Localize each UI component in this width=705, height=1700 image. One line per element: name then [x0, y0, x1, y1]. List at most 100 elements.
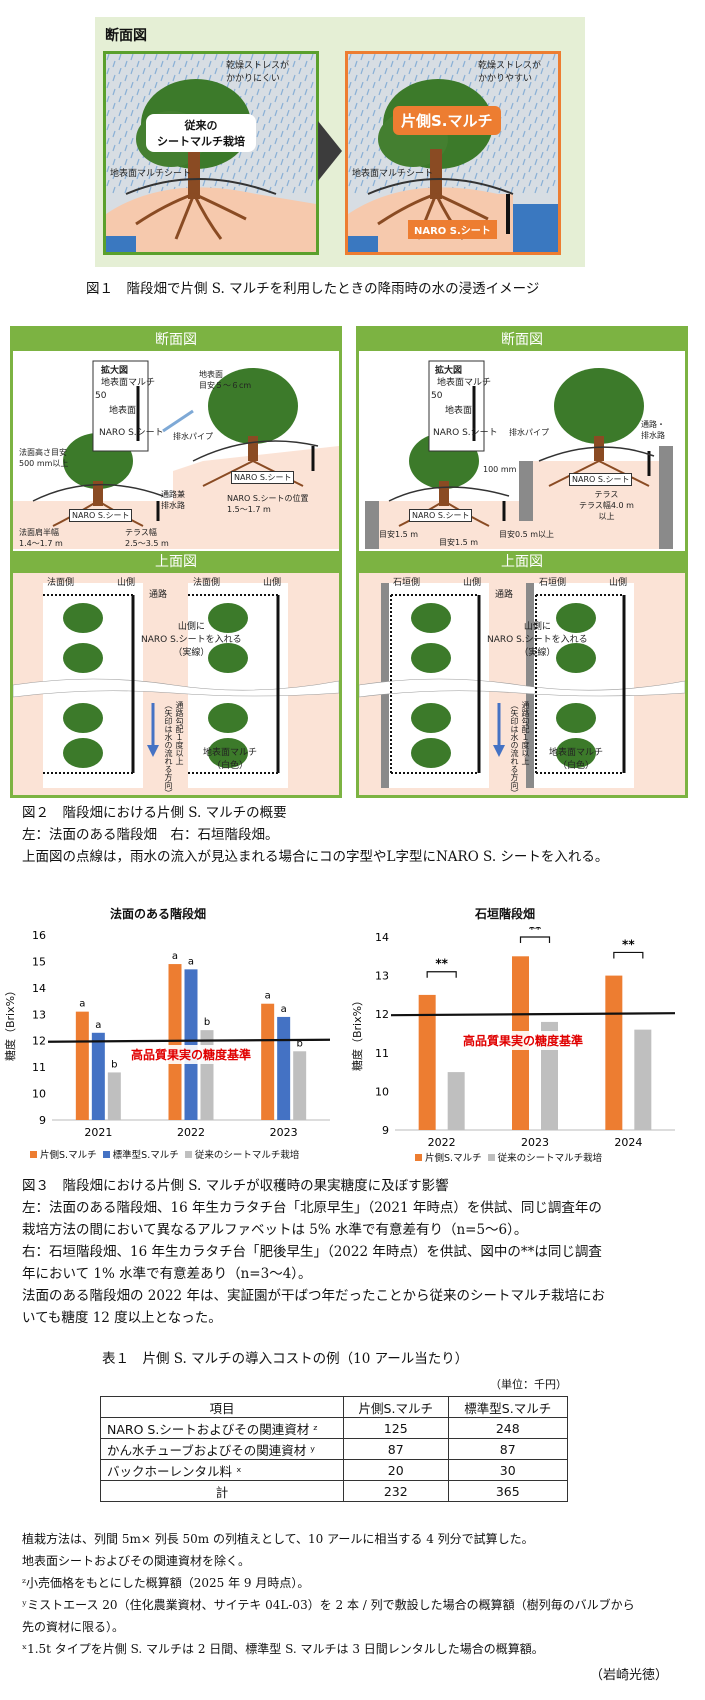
legend-left-label-1: 片側S.マルチ: [40, 1150, 97, 1161]
chart-right-title: 石垣階段畑: [475, 907, 536, 921]
fig2-caption-1: 図２ 階段畑における片側 S. マルチの概要: [22, 805, 287, 821]
bar: [261, 1003, 275, 1120]
fig2-right-section-top: 断面図: [359, 329, 685, 351]
fig2-left-zoom: 拡大図: [101, 366, 129, 376]
fig2-right-d3: 目安0.5 m以上: [499, 530, 555, 539]
reference-line: [390, 1012, 676, 1017]
table-cell: 20: [343, 1459, 449, 1481]
reference-line: [47, 1038, 331, 1043]
fig3-caption-6: 法面のある階段畑の 2022 年は、実証園が干ばつ年だったことから従来のシートマ…: [22, 1288, 605, 1304]
bar-sig-label: a: [188, 956, 194, 967]
fig2-left-white-mulch: 地表面マルチ （白色）: [203, 748, 258, 771]
table-cell: 248: [447, 1417, 569, 1439]
fig2-right-road: 通路・ 排水路: [641, 420, 665, 440]
x-tick-label: 2024: [614, 1136, 642, 1149]
bar-sig-label: a: [95, 1020, 101, 1031]
bar-sig-label: a: [265, 991, 271, 1002]
fig2-left-road: 通路兼 排水路: [161, 490, 185, 510]
fig2-left-naro-1: NARO S.シート: [69, 509, 133, 522]
bar: [91, 1032, 105, 1120]
fig2-left-naro-2: NARO S.シート: [231, 471, 295, 484]
y-tick-label: 9: [382, 1124, 389, 1137]
table-cell: 87: [343, 1438, 449, 1460]
fig2-left-slope-height: 法面高さ目安 500 mm以上: [19, 448, 69, 468]
fig2-left-zoom-50: 50: [95, 391, 107, 401]
y-tick-label: 11: [32, 1061, 46, 1074]
fig2-left-gradient-note: 通路勾配１度以上 （矢印は水の流れる方向）: [164, 701, 184, 797]
table-header-item: 項目: [100, 1396, 344, 1418]
bar-sig-label: b: [296, 1038, 302, 1049]
y-tick-label: 12: [375, 1008, 389, 1021]
bar: [200, 1030, 214, 1120]
fig2-right-top-mountain: 山側: [463, 578, 482, 588]
fig2-right-white-mulch: 地表面マルチ （白色）: [549, 748, 604, 771]
fig2-right-top-stone: 石垣側: [393, 578, 421, 588]
legend-right-swatch-2: [487, 1154, 495, 1161]
y-tick-label: 13: [32, 1008, 46, 1021]
bar-sig-label: a: [281, 1004, 287, 1015]
fig2-left-top-slope-2: 法面側: [193, 578, 221, 588]
fig1-right-naro: NARO S.シート: [408, 220, 497, 239]
table1-title: 表１ 片側 S. マルチの導入コストの例（10 アール当たり）: [102, 1351, 469, 1367]
fig2-right-top-mountain-2: 山側: [609, 578, 628, 588]
table-total-row: 計 232 365: [100, 1480, 569, 1502]
fig2-left-top-mountain: 山側: [117, 578, 136, 588]
fig1-right-stress: 乾燥ストレスが かかりやすい: [478, 61, 542, 84]
fig2-left-zoom-surface: 地表面: [109, 406, 137, 416]
table1-note-4: ʸミストエース 20（住化農業資材、サイテキ 04L-03）を 2 本 / 列で…: [22, 1598, 635, 1612]
bar: [634, 1029, 652, 1130]
fig2-left-top-mountain-2: 山側: [263, 578, 282, 588]
y-tick-label: 11: [375, 1047, 389, 1060]
legend-left-label-2: 標準型S.マルチ: [112, 1150, 179, 1161]
fig3-caption-1: 図３ 階段畑における片側 S. マルチが収穫時の果実糖度に及ぼす影響: [22, 1178, 449, 1194]
y-tick-label: 12: [32, 1035, 46, 1048]
table-cell: 232: [343, 1480, 449, 1502]
table1-note-6: ˣ1.5t タイプを片側 S. マルチは 2 日間、標準型 S. マルチは 3 …: [22, 1642, 544, 1656]
fig1-right-sheet: 地表面マルチシート: [352, 169, 434, 179]
fig2-right-top-stone-2: 石垣側: [539, 578, 567, 588]
fig3-caption-7: いても糖度 12 度以上となった。: [22, 1310, 222, 1326]
fig2-left-drain: 排水パイプ: [173, 432, 213, 441]
chart-left-ylabel: 糖度（Brix%）: [4, 984, 18, 1062]
fig2-left-cross-section: [13, 351, 339, 549]
y-tick-label: 13: [375, 970, 389, 983]
fig1-section-label: 断面図: [105, 28, 147, 44]
figure-1: 断面図 従来の シートマルチ栽培 乾燥ストレスが かかりにくい 地表面マルチシー…: [95, 17, 585, 267]
table1-notes: 植栽方法は、列間 5m× 列長 50m の列植えとして、10 アールに相当する …: [22, 1528, 635, 1660]
table-cell: かん水チューブおよびその関連資材 ʸ: [100, 1438, 344, 1460]
chart-right-legend: 片側S.マルチ 従来のシートマルチ栽培: [415, 1150, 602, 1164]
fig3-caption-3: 栽培方法の間において異なるアルファベットは 5% 水準で有意差有り（n=5～6）…: [22, 1222, 528, 1238]
y-tick-label: 10: [32, 1088, 46, 1101]
x-tick-label: 2021: [84, 1126, 112, 1139]
x-tick-label: 2022: [428, 1136, 456, 1149]
fig1-left-title: 従来の シートマルチ栽培: [146, 114, 256, 152]
chart-left-reference-label: 高品質果実の糖度基準: [128, 1045, 255, 1064]
bar: [447, 1072, 465, 1130]
fig2-left-section-bottom: 上面図: [13, 551, 339, 573]
legend-right-label-2: 従来のシートマルチ栽培: [497, 1153, 603, 1164]
fig2-right-top-road: 通路: [495, 590, 514, 600]
bar-sig-label: b: [111, 1059, 117, 1070]
fig2-right-top-view: 石垣側 山側 通路 石垣側 山側 山側に NARO S.シートを入れる （実線）…: [358, 573, 686, 797]
legend-left-label-3: 従来のシートマルチ栽培: [194, 1150, 300, 1161]
legend-right-swatch-1: [415, 1154, 422, 1161]
table1-note-5: 先の資材に限る）。: [22, 1620, 125, 1634]
table-cell: 87: [447, 1438, 569, 1460]
significance-bracket: [613, 951, 644, 959]
fig2-captions: 図２ 階段畑における片側 S. マルチの概要 左：法面のある階段畑 右：石垣階段…: [22, 802, 608, 868]
fig2-left-zoom-naro: NARO S.シート: [99, 428, 164, 438]
fig2-right-section-bottom: 上面図: [359, 551, 685, 573]
fig2-right-naro-1: NARO S.シート: [409, 509, 473, 522]
fig2-right-zoom: 拡大図: [435, 366, 463, 376]
table-row: バックホーレンタル料 ˣ 20 30: [100, 1459, 569, 1481]
y-tick-label: 14: [32, 982, 46, 995]
fig2-right-drain: 排水パイプ: [509, 428, 549, 437]
fig2-left-top-view-illustration: [12, 583, 340, 788]
bar-sig-label: a: [172, 951, 178, 962]
fig1-caption: 図１ 階段畑で片側 S. マルチを利用したときの降雨時の水の浸透イメージ: [86, 281, 540, 297]
x-tick-label: 2022: [177, 1126, 205, 1139]
fig3-captions: 図３ 階段畑における片側 S. マルチが収穫時の果実糖度に及ぼす影響 左：法面の…: [22, 1175, 605, 1329]
fig2-right-zoom-naro: NARO S.シート: [433, 428, 498, 438]
bar: [184, 969, 198, 1120]
x-tick-label: 2023: [521, 1136, 549, 1149]
